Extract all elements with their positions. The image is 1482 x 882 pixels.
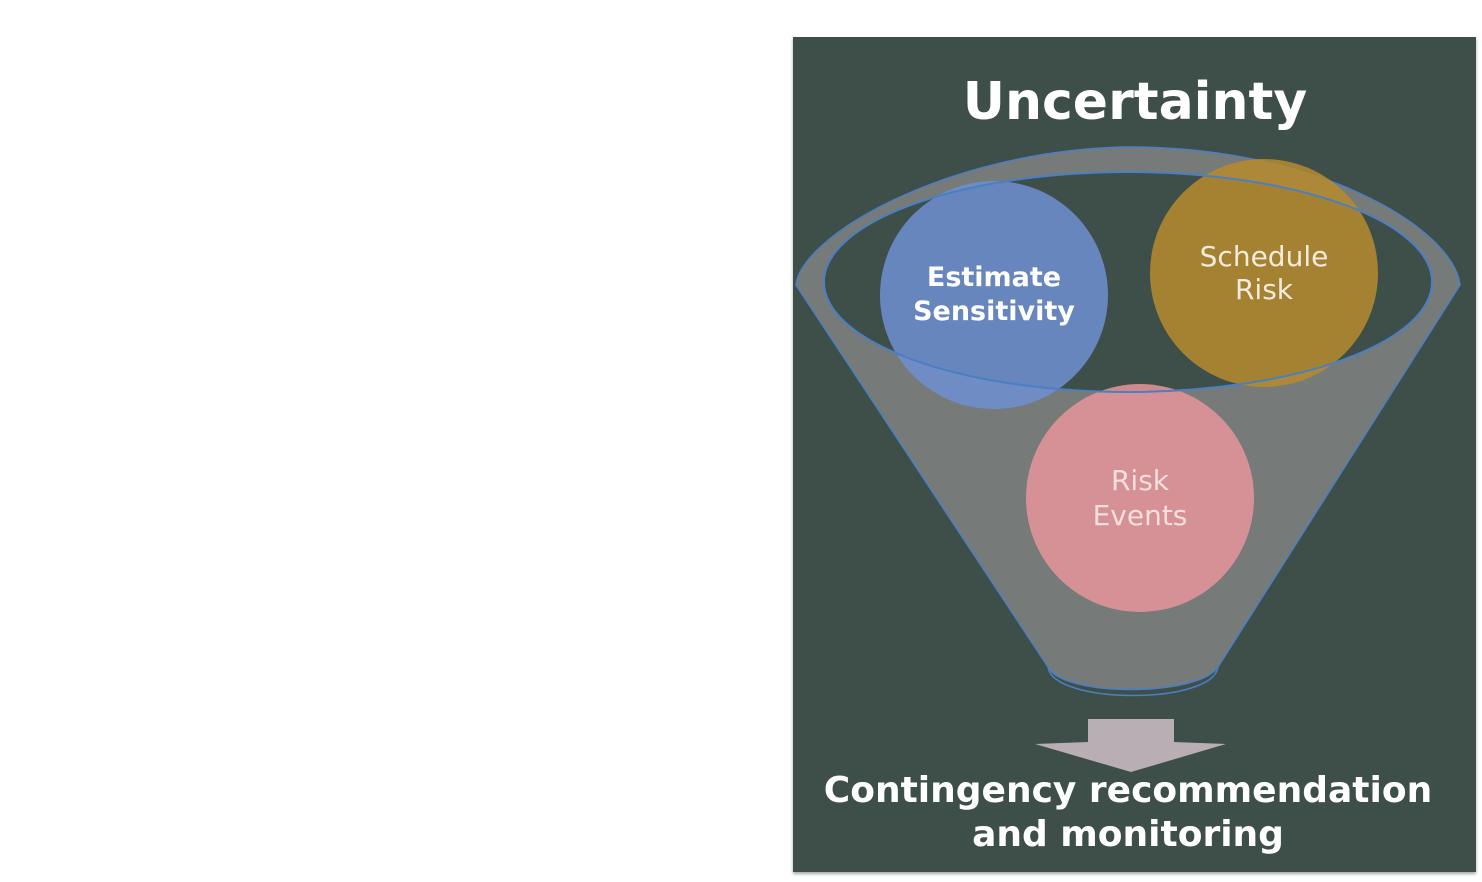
outcome-line-2: and monitoring: [972, 814, 1284, 855]
outcome-line-1: Contingency recommendation: [824, 770, 1432, 811]
diagram-title: Uncertainty: [963, 72, 1308, 132]
slide-panel: Uncertainty Estimate Sensitivity Schedul…: [793, 37, 1476, 872]
uncertainty-funnel-diagram: Uncertainty Estimate Sensitivity Schedul…: [795, 72, 1461, 855]
circle-estimate-sensitivity: [880, 181, 1108, 409]
funnel-rim-outline: [823, 171, 1433, 393]
label-sensitivity: Sensitivity: [913, 296, 1075, 327]
label-events: Events: [1093, 499, 1188, 532]
funnel-bottom: [1047, 666, 1219, 697]
circle-risk-events: [1026, 384, 1254, 612]
circle-schedule-risk: [1150, 159, 1378, 387]
down-arrow: [1035, 719, 1226, 772]
label-risk: Risk: [1235, 273, 1294, 306]
label-schedule: Schedule: [1200, 240, 1329, 273]
label-estimate: Estimate: [927, 262, 1061, 293]
label-risk-2: Risk: [1111, 464, 1170, 497]
